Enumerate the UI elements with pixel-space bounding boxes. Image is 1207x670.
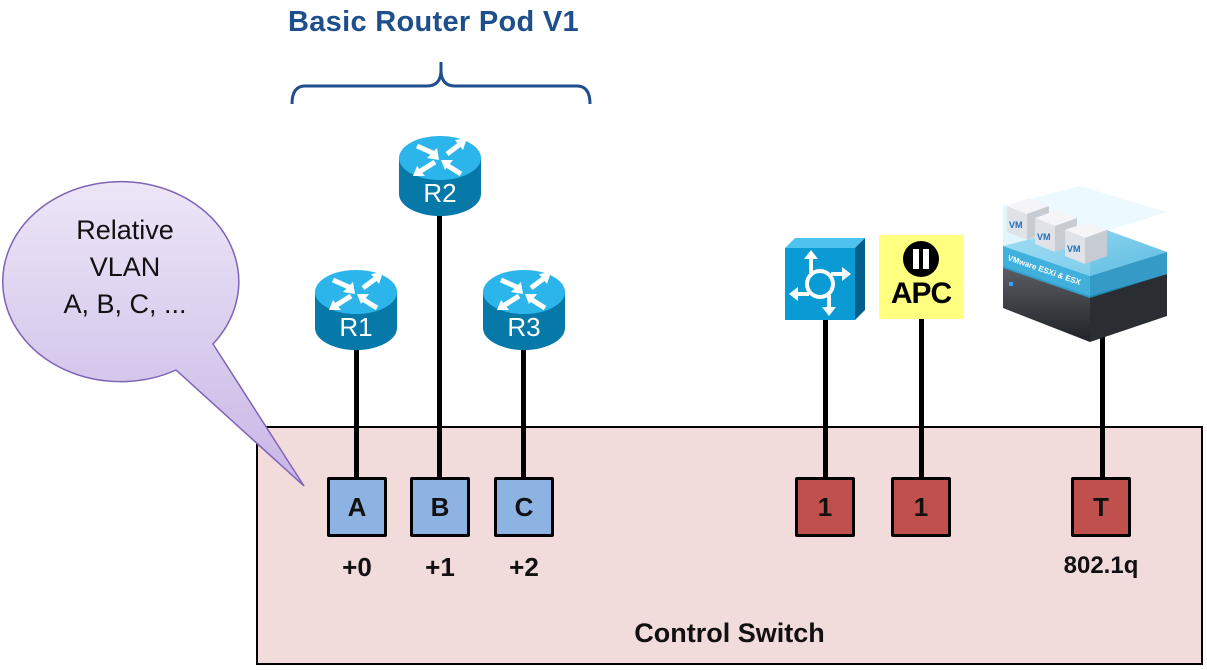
port-apc[interactable]: 1 [891, 477, 951, 537]
router-r2[interactable]: R2 [397, 128, 483, 220]
vm-label: VM [1067, 244, 1081, 254]
vm-label: VM [1009, 220, 1023, 230]
multilayer-switch-icon[interactable] [783, 236, 867, 320]
router-label: R2 [423, 178, 457, 208]
router-r3[interactable]: R3 [481, 262, 567, 354]
callout-bubble [2, 180, 305, 487]
callout-line: Relative [76, 215, 174, 245]
callout-text: Relative VLAN A, B, C, ... [30, 212, 220, 323]
apc-device[interactable]: APC [879, 235, 963, 319]
wire-r1 [354, 350, 359, 482]
offset-label-b: +1 [425, 552, 455, 582]
router-label: R1 [339, 312, 373, 342]
router-icon [399, 136, 481, 216]
control-switch-label: Control Switch [634, 618, 825, 648]
control-switch: Control Switch [256, 426, 1203, 665]
callout-line: VLAN [89, 252, 161, 282]
offset-label-a: +0 [342, 552, 372, 582]
power-pause-icon [903, 241, 939, 277]
callout-line: A, B, C, ... [63, 289, 187, 319]
port-b[interactable]: B [410, 477, 470, 537]
offset-label-c: +2 [509, 552, 539, 582]
pod-brace [290, 62, 592, 105]
port-multilayer-switch[interactable]: 1 [795, 477, 855, 537]
router-icon [483, 270, 565, 350]
port-a[interactable]: A [327, 477, 387, 537]
vm-label: VM [1037, 232, 1051, 242]
pod-title: Basic Router Pod V1 [288, 6, 579, 38]
router-icon [315, 270, 397, 350]
port-c[interactable]: C [494, 477, 554, 537]
port-trunk[interactable]: T [1071, 477, 1131, 537]
wire-apc [919, 318, 924, 482]
router-r1[interactable]: R1 [313, 262, 399, 354]
wire-r2 [437, 216, 442, 482]
wire-r3 [521, 350, 526, 482]
trunk-label: 802.1q [1063, 552, 1139, 579]
apc-label: APC [890, 277, 952, 310]
vmware-esxi-server-icon[interactable]: VM VM VM VMware ESXi & ESX [995, 186, 1185, 346]
wire-multilayer-switch [823, 318, 828, 482]
wire-esxi [1100, 330, 1105, 482]
router-label: R3 [507, 312, 541, 342]
